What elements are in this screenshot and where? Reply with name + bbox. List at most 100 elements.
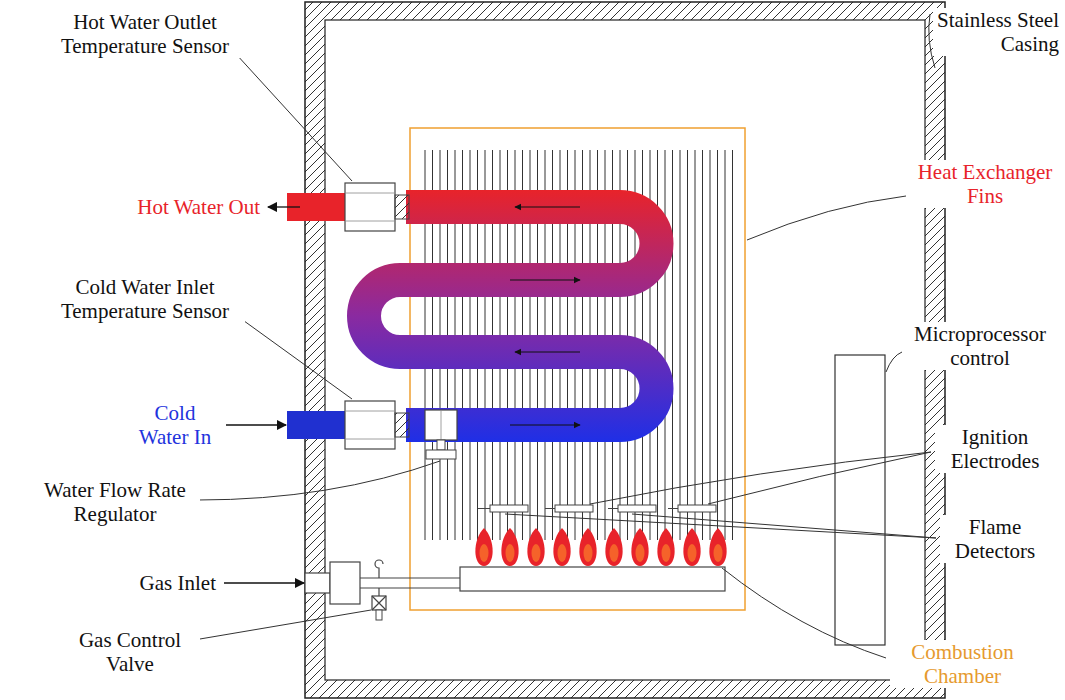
flame-inner — [636, 544, 645, 562]
fin — [725, 150, 726, 540]
flow-arrow — [515, 351, 580, 352]
label-slot: Cold Water Inlet Temperature Sensor — [45, 275, 245, 323]
flame — [631, 528, 648, 566]
leader-line — [590, 452, 931, 504]
part-label: Hot Water Out — [135, 195, 262, 219]
leader-line — [240, 318, 352, 399]
part-label: Microprocessor control — [905, 322, 1055, 370]
flame — [657, 528, 674, 566]
sensor-detail — [345, 221, 395, 222]
flame — [475, 528, 492, 566]
part-label: Heat Exchanger Fins — [910, 160, 1060, 208]
fin — [680, 150, 681, 540]
label-slot: Heat Exchanger Fins — [910, 160, 1060, 208]
leader-line — [505, 514, 936, 538]
flame-outer — [683, 528, 700, 566]
flames — [475, 528, 726, 566]
ignition-electrode — [555, 505, 593, 512]
part-label: Stainless Steel Casing — [933, 8, 1061, 56]
flame-inner — [662, 544, 671, 562]
flow-arrow — [510, 424, 580, 425]
flame-outer — [527, 528, 544, 566]
outflow-arrow — [268, 206, 300, 207]
regulator-detail — [441, 410, 442, 440]
leader-line — [632, 514, 936, 538]
flame — [709, 528, 726, 566]
pressure-tap — [375, 560, 383, 578]
label-slot: Microprocessor control — [905, 322, 1055, 370]
flame-inner — [714, 544, 723, 562]
detector-tip — [478, 508, 490, 509]
regulator-stem — [437, 440, 445, 450]
flame — [579, 528, 596, 566]
leader-line — [236, 54, 352, 181]
flame-outer — [475, 528, 492, 566]
fin — [672, 150, 673, 540]
electrode-tip — [545, 508, 555, 509]
part-label: Gas Control Valve — [60, 628, 200, 676]
gas-fitting — [330, 562, 360, 604]
flame-outer — [553, 528, 570, 566]
label-slot: Flame Detectors — [940, 515, 1050, 563]
label-slot: Hot Water Outlet Temperature Sensor — [45, 10, 245, 58]
label-slot: Gas Inlet — [138, 571, 218, 595]
part-label: Cold Water In — [130, 401, 220, 449]
flame-outer — [579, 528, 596, 566]
inflow-arrow — [226, 424, 286, 425]
flame-outer — [605, 528, 622, 566]
label-slot: Stainless Steel Casing — [933, 8, 1061, 56]
label-slot: Water Flow Rate Regulator — [30, 478, 200, 526]
leader-line — [198, 461, 440, 500]
label-slot: Ignition Electrodes — [935, 425, 1055, 473]
flame-inner — [688, 544, 697, 562]
flow-regulator — [425, 410, 457, 440]
microprocessor-box — [835, 355, 885, 645]
flame — [501, 528, 518, 566]
flame — [605, 528, 622, 566]
gas-inlet-fitting — [305, 573, 330, 593]
detector-tip — [608, 508, 618, 509]
flame-outer — [501, 528, 518, 566]
gas-control-valve — [372, 596, 386, 610]
flame — [527, 528, 544, 566]
pipe-nut — [395, 413, 409, 437]
valve-cross — [372, 596, 386, 610]
flame-inner — [584, 544, 593, 562]
flame-inner — [480, 544, 489, 562]
flame-outer — [709, 528, 726, 566]
flame-inner — [506, 544, 515, 562]
leader-line — [886, 352, 902, 372]
flame-detector — [490, 505, 528, 512]
temperature-sensor — [345, 183, 395, 231]
label-slot: Hot Water Out — [135, 195, 262, 219]
gas-pipe — [360, 577, 460, 578]
flame-outer — [657, 528, 674, 566]
flame-inner — [558, 544, 567, 562]
flame-inner — [610, 544, 619, 562]
valve-actuator — [376, 610, 382, 620]
temperature-sensor — [345, 401, 395, 449]
part-label: Water Flow Rate Regulator — [30, 478, 200, 526]
casing-interior — [325, 20, 925, 680]
fin — [695, 150, 696, 540]
part-label: Ignition Electrodes — [935, 425, 1055, 473]
pipe-nut — [395, 195, 409, 219]
leader-line — [747, 196, 906, 240]
label-slot: Gas Control Valve — [60, 628, 200, 676]
leader-line — [194, 610, 371, 640]
sensor-detail — [345, 411, 395, 412]
flow-arrow — [510, 279, 580, 280]
fin — [732, 150, 733, 540]
leader-line — [708, 452, 931, 504]
flow-arrow — [515, 206, 580, 207]
gas-pipe — [360, 587, 460, 588]
part-label: Flame Detectors — [940, 515, 1050, 563]
cold-pipe — [287, 411, 347, 439]
ignition-electrode — [678, 505, 716, 512]
leader-lines — [194, 14, 936, 658]
electrode-tip — [668, 508, 678, 509]
valve-stem — [378, 588, 379, 596]
flame — [553, 528, 570, 566]
